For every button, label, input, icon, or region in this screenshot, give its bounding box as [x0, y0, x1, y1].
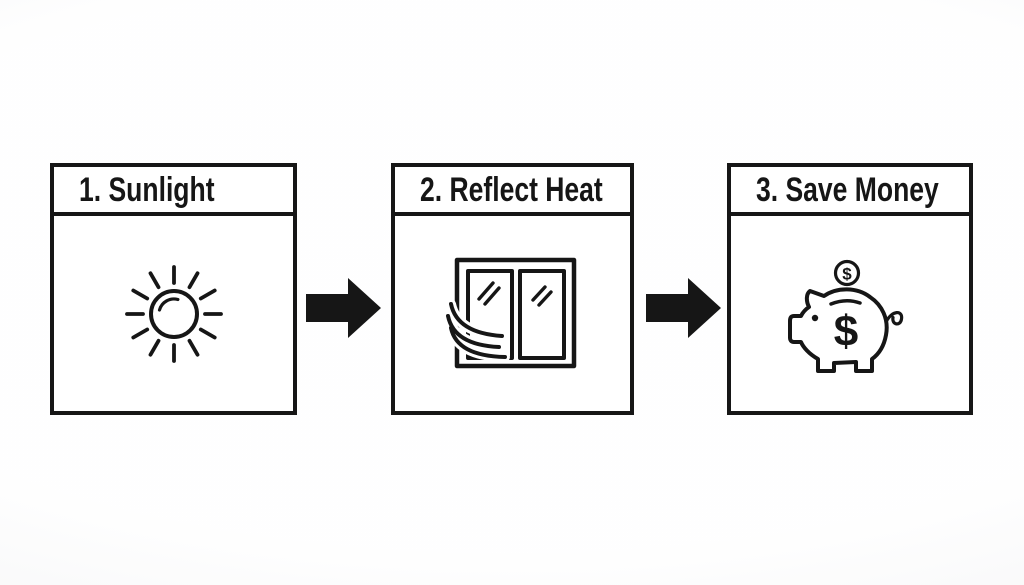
step-body-save-money: $ $: [731, 216, 969, 411]
pig-tail: [884, 310, 904, 325]
step-title: 1. Sunlight: [79, 170, 215, 209]
step-header-reflect-heat: 2. Reflect Heat: [395, 167, 630, 216]
coin-slot: [829, 298, 862, 306]
pig-body: [788, 286, 889, 373]
heat-reflection-waves: [442, 298, 510, 362]
sun-highlight-arc: [157, 296, 179, 312]
window-pane-right: [517, 268, 566, 360]
step-body-reflect-heat: [395, 216, 630, 411]
pig-eye: [811, 314, 819, 321]
sun-rays: [124, 264, 223, 363]
step-body-sunlight: [54, 216, 293, 411]
sun-icon: [124, 264, 223, 363]
step-header-save-money: 3. Save Money: [731, 167, 969, 216]
arrow-right-icon: [306, 278, 381, 338]
step-box-reflect-heat: 2. Reflect Heat: [391, 163, 634, 415]
step-box-sunlight: 1. Sunlight: [50, 163, 297, 415]
coin-dollar-sign: $: [842, 264, 852, 283]
coin-icon: $: [833, 259, 861, 286]
step-header-sunlight: 1. Sunlight: [54, 167, 293, 216]
arrow-right-icon: [646, 278, 721, 338]
step-box-save-money: 3. Save Money $ $: [727, 163, 973, 415]
window-reflecting-heat-icon: [442, 257, 576, 368]
glass-glint-lines: [476, 280, 553, 307]
bank-dollar-sign: $: [834, 307, 858, 356]
piggy-bank-icon: $ $: [788, 259, 904, 373]
step-title: 3. Save Money: [756, 170, 939, 209]
step-title: 2. Reflect Heat: [420, 170, 603, 209]
